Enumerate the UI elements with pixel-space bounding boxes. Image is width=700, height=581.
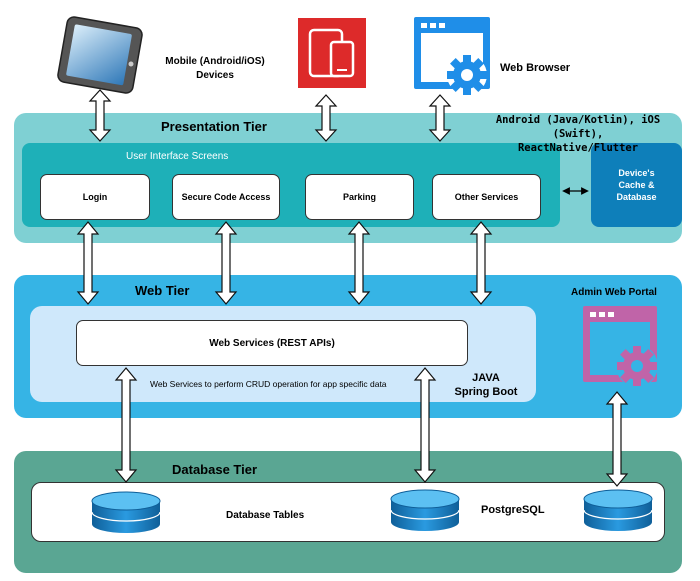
- java-label-line1: JAVA: [472, 372, 500, 384]
- tech-label-line2: ReactNative/Flutter: [517, 142, 639, 154]
- arrow-securecode-webtier: [214, 221, 238, 305]
- arrow-login-webtier: [76, 221, 100, 305]
- admin-web-portal-label: Admin Web Portal: [571, 287, 657, 298]
- mobile-devices-icon: [298, 18, 366, 88]
- ui-screens-label: User Interface Screens: [126, 151, 229, 162]
- presentation-tier-title: Presentation Tier: [161, 119, 267, 134]
- java-spring-label: JAVA Spring Boot: [440, 371, 532, 399]
- arrow-parking-webtier: [347, 221, 371, 305]
- java-label-line2: Spring Boot: [454, 386, 518, 398]
- database-cylinder-icon: [91, 491, 161, 533]
- arrow-admin-database: [605, 391, 629, 487]
- admin-portal-icon: [583, 306, 658, 387]
- web-browser-label: Web Browser: [500, 62, 571, 74]
- screen-secure-code-access: Secure Code Access: [172, 174, 280, 220]
- web-tier-title: Web Tier: [135, 283, 190, 298]
- device-cache-database-box: Device's Cache & Database: [591, 143, 682, 227]
- arrow-spring-database: [413, 367, 437, 483]
- screen-parking: Parking: [305, 174, 414, 220]
- screen-other-services: Other Services: [432, 174, 541, 220]
- database-tier-title: Database Tier: [172, 462, 258, 477]
- arrow-otherservices-webtier: [469, 221, 493, 305]
- arrow-tablet-presentation: [88, 89, 112, 142]
- database-cylinder-icon: [390, 489, 460, 531]
- screen-login: Login: [40, 174, 150, 220]
- tech-label-line1: Android (Java/Kotlin), iOS (Swift),: [495, 114, 661, 140]
- tablet-icon: [57, 16, 143, 94]
- mobile-label-line2: Devices: [196, 70, 234, 81]
- mobile-devices-label: Mobile (Android/iOS) Devices: [150, 55, 280, 83]
- web-services-box: Web Services (REST APIs): [76, 320, 468, 366]
- web-services-description: Web Services to perform CRUD operation f…: [150, 379, 387, 389]
- web-browser-icon: [414, 17, 490, 95]
- arrow-mobile-presentation: [314, 94, 338, 142]
- database-cylinder-icon: [583, 489, 653, 531]
- database-tables-label: Database Tables: [226, 510, 305, 521]
- client-tech-label: Android (Java/Kotlin), iOS (Swift), Reac…: [468, 113, 688, 155]
- cache-label-line2: Cache &: [618, 180, 655, 190]
- arrow-webservices-database: [114, 367, 138, 483]
- cache-label-line3: Database: [616, 192, 657, 202]
- arrow-browser-presentation: [428, 94, 452, 142]
- mobile-label-line1: Mobile (Android/iOS): [165, 56, 265, 67]
- postgresql-label: PostgreSQL: [481, 504, 545, 516]
- cache-label-line1: Device's: [618, 168, 655, 178]
